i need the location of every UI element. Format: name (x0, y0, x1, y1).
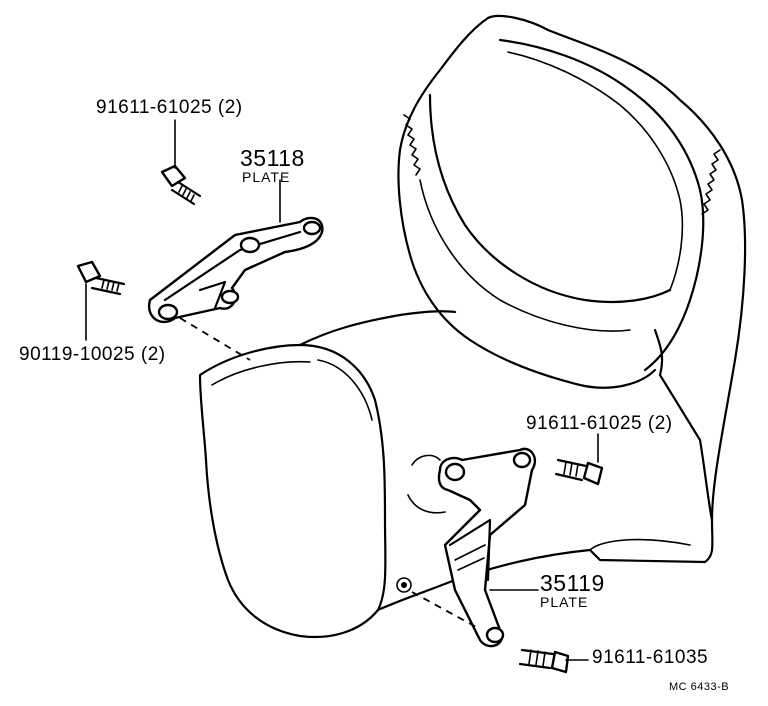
bolt-top-91611-61025 (160, 164, 202, 206)
callout-bolt-left: 90119-10025 (2) (19, 344, 166, 365)
callout-bolt-bottom: 91611-61035 (592, 647, 709, 668)
callout-bolt-top: 91611-61025 (2) (96, 97, 243, 118)
bolt-mid-right-91611-61025 (554, 458, 604, 486)
figure-code: MC 6433-B (669, 681, 730, 693)
callout-plate-bottom-name: PLATE (540, 594, 589, 610)
plate-35118 (147, 216, 324, 324)
bolt-bottom-91611-61035 (518, 648, 570, 674)
bolt-left-90119-10025 (76, 260, 126, 296)
callout-plate-bottom-number: 35119 (540, 570, 605, 596)
bell-housing (397, 14, 747, 564)
callout-plate-top-number: 35118 (240, 145, 305, 171)
alignment-line-upper (179, 317, 251, 361)
transmission-case (198, 310, 592, 639)
callout-plate-top-name: PLATE (242, 169, 291, 185)
plate-35119 (437, 447, 537, 648)
callout-bolt-mid-right: 91611-61025 (2) (526, 413, 673, 434)
